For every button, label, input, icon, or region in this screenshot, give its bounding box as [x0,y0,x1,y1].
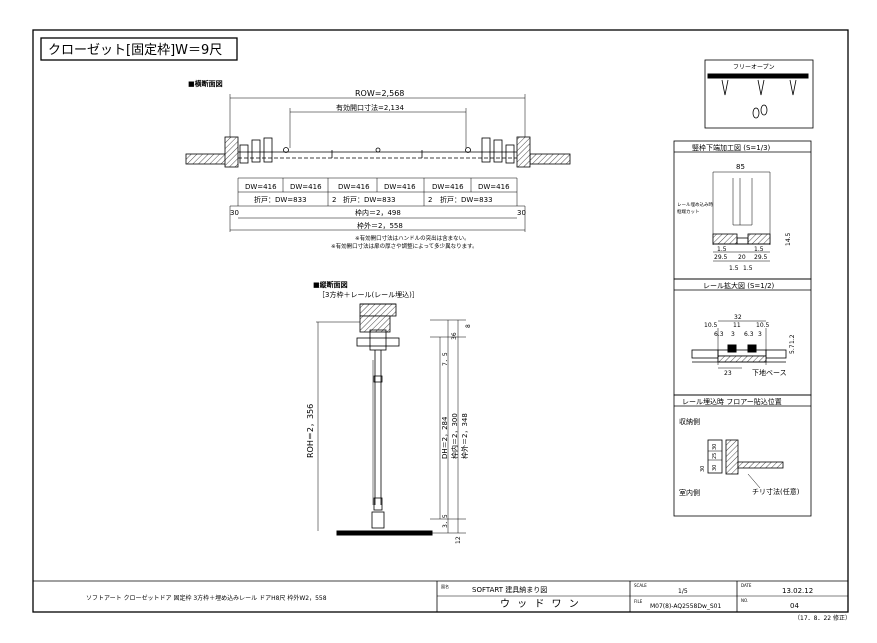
floor-room: 室内側 [679,488,700,497]
panel-floor: レール埋込時 フロアー貼込位置 収納側 室内側 30 25 30 30 チリ寸法… [673,394,812,517]
plan-inner: 枠内＝2，498 [355,208,401,217]
floor-d2: 25 [712,453,718,459]
rail-63b: 6.3 [744,331,754,338]
plan-note-1: ※有効開口寸法はハンドルの突出は含まない。 [355,234,470,242]
side-left-30: 30 [230,209,239,217]
rail-3b: 3 [758,331,762,338]
row-dimension: ROW=2,568 [355,89,404,98]
tb-name-label: 図名 [441,583,449,589]
tb-maker: ウ ッ ド ワ ン [500,598,581,610]
frame-d6b: 1.5 [743,265,753,272]
dw-2: DW=416 [290,183,322,191]
frame-d2: 29.5 [714,254,728,261]
jamb-right [516,136,531,168]
frame-d1: 1.5 [717,246,727,253]
tb-scale-label: SCALE [634,583,647,588]
plan-section: ■横断面図 ROW=2,568 有効開口寸法=2,134 [185,79,571,250]
tb-scale: 1/5 [678,588,688,595]
opening-dimension: 有効開口寸法=2,134 [336,103,404,112]
panel-free-open: フリーオープン [704,59,814,129]
rail-base: 下地ベース [752,368,787,377]
rail-w32: 32 [734,314,742,321]
tb-file-label: FILE [634,599,643,604]
section-outer: 枠外＝2，348 [460,413,469,459]
rail-105b: 10.5 [756,322,770,329]
title-block: ソフトアート クローゼットドア 固定枠 3方枠＋埋め込みレール ドアH8尺 枠外… [33,580,851,622]
floor-d3: 30 [712,465,718,471]
jamb-left [224,136,239,168]
drawing-title: クローゼット[固定枠]W＝9尺 [48,43,222,58]
panel-2: 折戸：DW=833 [343,195,396,204]
dw-6: DW=416 [478,183,510,191]
section-bottom-12: 12 [455,536,462,544]
vertical-section: ■縦断面図 ［3方枠＋レール(レール埋込)］ ROH＝2，356 36 8 7．… [306,280,472,544]
sheet-border [32,29,849,613]
tb-revised: （17．8．22 修正） [794,614,851,622]
tb-no-label: NO. [741,598,748,603]
section-top-8: 8 [465,324,472,328]
frame-d7: 14.5 [785,232,792,246]
plan-heading: ■横断面図 [188,79,223,88]
section-sub: ［3方枠＋レール(レール埋込)］ [318,290,419,299]
free-open-title: フリーオープン [733,64,775,71]
dw-4: DW=416 [384,183,416,191]
rail-23: 23 [724,370,732,377]
wall-right [529,153,571,165]
section-dh: DH＝2，284 [441,416,449,459]
frame-d6: 1.5 [729,265,739,272]
panel-1: 折戸：DW=833 [254,195,307,204]
plan-note-2: ※有効開口寸法は扉の厚さや調整によって多少異なります。 [331,242,478,250]
floor-chiri: チリ寸法(任意) [752,487,800,496]
wall-left [185,153,227,165]
rail-title: レール拡大図 (S=1/2) [703,281,775,290]
rail-12: 1.2 [789,334,796,344]
dw-1: DW=416 [245,183,277,191]
rail-105a: 10.5 [704,322,718,329]
dw-3: DW=416 [338,183,370,191]
section-bottom-35: 3．5 [442,514,449,528]
frame-d4: 29.5 [754,254,768,261]
rail-11: 11 [733,322,741,329]
floor-d1: 30 [712,444,718,450]
floor-title: レール埋込時 フロアー貼込位置 [682,397,782,406]
panel-rail: レール拡大図 (S=1/2) 32 10.5 11 10.5 6.3 3 6.3… [673,278,812,396]
tb-description: ソフトアート クローゼットドア 固定枠 3方枠＋埋め込みレール ドアH8尺 枠外… [86,594,327,602]
tb-no: 04 [790,602,799,610]
rail-3a: 3 [731,331,735,338]
section-heading: ■縦断面図 [313,280,348,289]
frame-note-b: 框端カット [677,208,700,215]
panel-num-1: 2 [332,196,336,204]
tb-file: M07(8)-AQ2558Dw_S01 [650,603,721,610]
floor-storage: 収納側 [679,417,700,426]
tb-name: SOFTART 建具納まり図 [472,585,547,594]
section-top-36: 36 [451,332,458,340]
panel-num-2: 2 [428,196,432,204]
title-box [40,37,238,61]
panel-frame-bottom: 竪枠下端加工図 (S=1/3) 85 レール埋め込み時 框端カット 1.5 1.… [673,140,812,280]
frame-title: 竪枠下端加工図 (S=1/3) [692,143,771,152]
dw-5: DW=416 [432,183,464,191]
section-inner: 枠内＝2，300 [450,413,459,459]
plan-outer: 枠外＝2，558 [357,221,403,230]
frame-d5: 1.5 [754,246,764,253]
section-roh: ROH＝2，356 [306,404,315,458]
side-right-30: 30 [517,209,526,217]
section-top-75: 7．5 [442,352,449,366]
tb-date: 13.02.12 [782,587,813,595]
panel-3: 折戸：DW=833 [440,195,493,204]
frame-dim-85: 85 [736,163,745,171]
frame-d3: 20 [738,254,746,261]
rail-63a: 6.3 [714,331,724,338]
frame-note-a: レール埋め込み時 [677,201,713,208]
rail-57: 5.7 [789,344,796,354]
tb-date-label: DATE [741,583,752,588]
floor-d4: 30 [700,466,706,472]
